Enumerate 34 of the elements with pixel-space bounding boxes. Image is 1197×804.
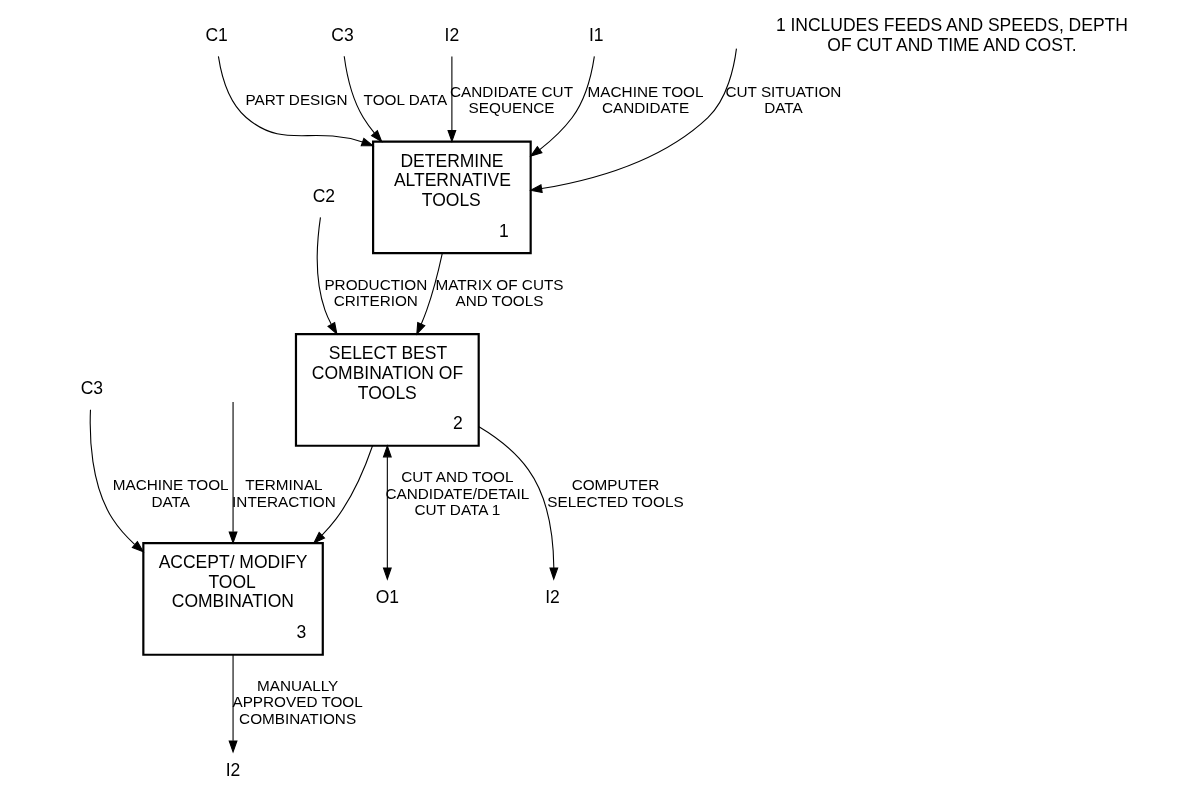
arrow: [382, 444, 392, 581]
edge-label: PRODUCTION CRITERION: [324, 275, 428, 309]
arrow: [217, 55, 375, 147]
node-text: I1: [589, 24, 604, 45]
node-text: I2: [225, 759, 241, 780]
node-box: SELECT BEST COMBINATION OF TOOLS 2: [294, 333, 480, 447]
arrow: [228, 401, 238, 545]
edge-label: COMPUTER SELECTED TOOLS: [547, 476, 684, 510]
arrow: [478, 426, 559, 581]
node-box: DETERMINE ALTERNATIVE TOOLS 1: [372, 140, 532, 255]
node-text: C1: [205, 24, 228, 45]
arrow: [529, 55, 595, 158]
edge-label: MACHINE TOOL CANDIDATE: [587, 82, 704, 117]
arrow: [343, 55, 383, 143]
arrow: [228, 654, 238, 754]
node-text: C3: [331, 24, 354, 45]
arrow: [529, 48, 737, 194]
arrow: [89, 409, 145, 553]
edge-label: PART DESIGN: [245, 91, 348, 109]
edge-label: MATRIX OF CUTS AND TOOLS: [435, 275, 564, 309]
node-text: I2: [444, 24, 460, 45]
arrow: [447, 55, 457, 144]
node-text: C2: [312, 185, 336, 206]
node-box: ACCEPT/ MODIFY TOOL COMBINATION 3: [142, 542, 324, 656]
edge-label: MACHINE TOOL DATA: [112, 476, 229, 510]
arrow: [316, 216, 338, 336]
node-text: O1: [375, 587, 400, 608]
arrow: [416, 252, 443, 336]
edge-label: CUT SITUATION DATA: [725, 82, 842, 117]
arrow: [312, 445, 374, 545]
node-text: C3: [80, 378, 104, 399]
node-text: I2: [545, 587, 560, 608]
edge-label: TOOL DATA: [363, 91, 448, 109]
label: 1 INCLUDES FEEDS AND SPEEDS, DEPTH OF CUT AND TIME AND COST.: [775, 14, 1128, 55]
